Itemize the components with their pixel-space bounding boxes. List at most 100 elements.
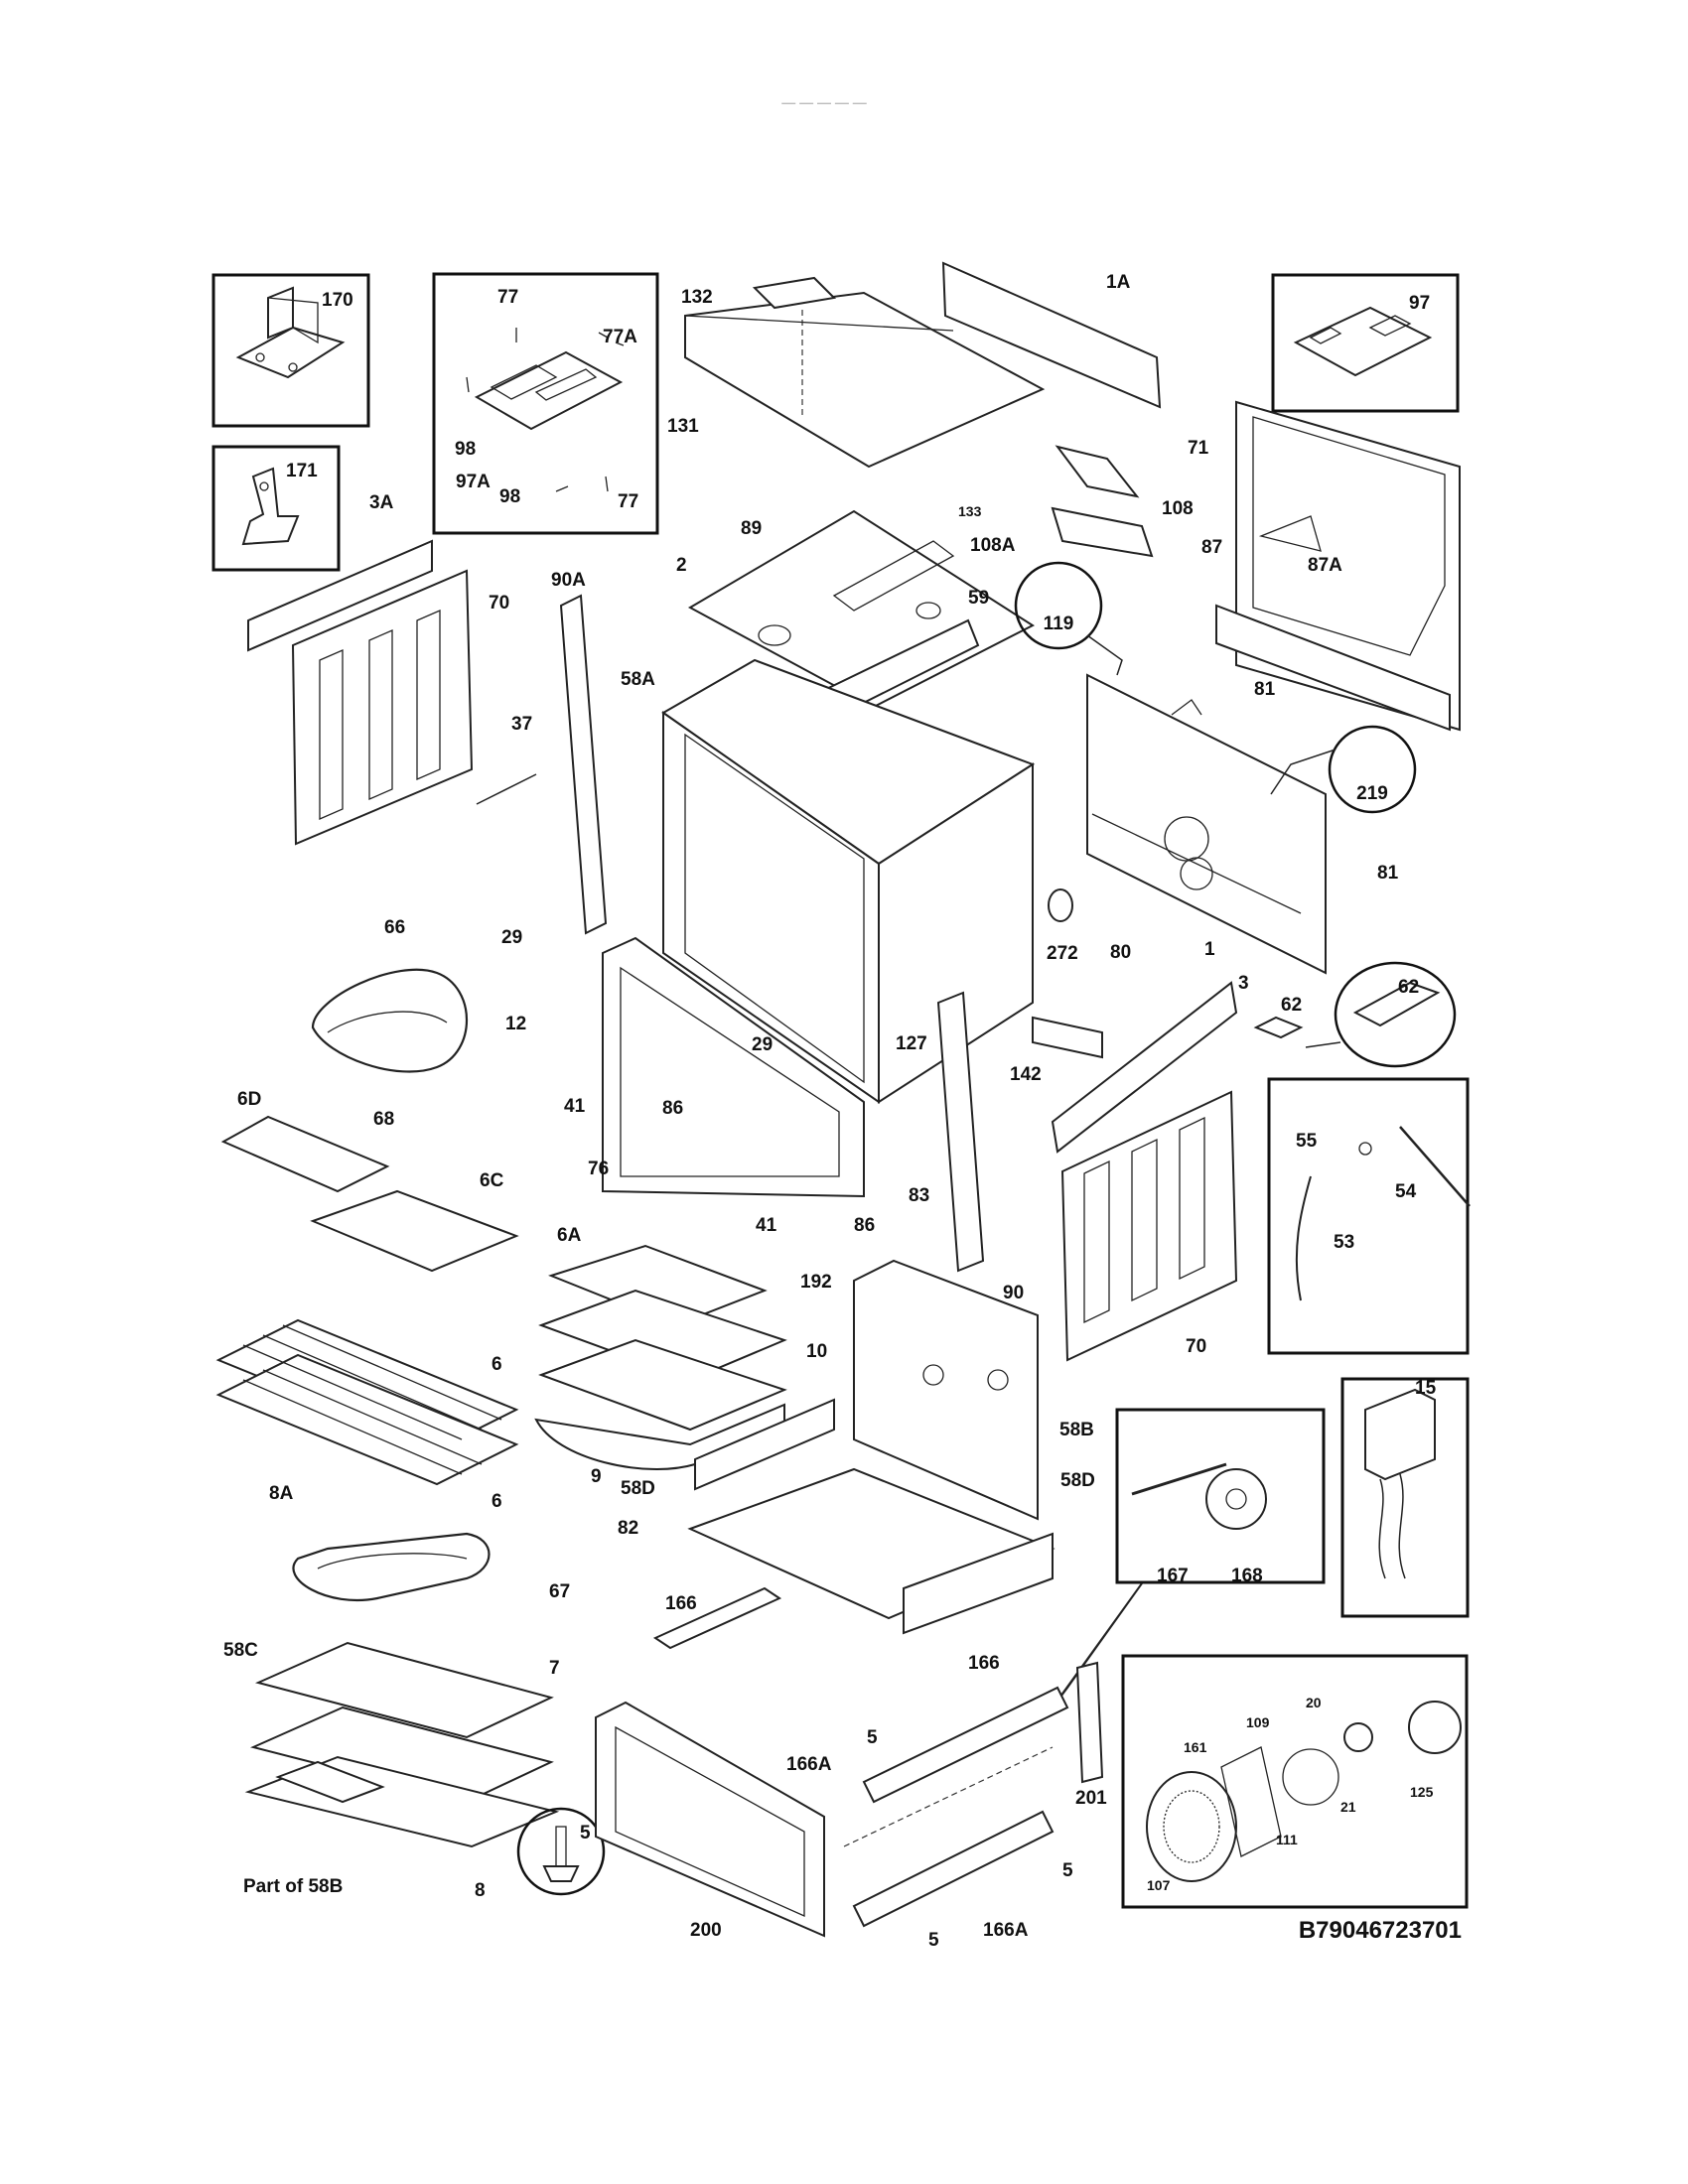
racks-6: 6D 6C 6 6	[215, 1089, 519, 1512]
callout-132: 132	[681, 287, 713, 308]
callout-6-bottom: 6	[492, 1491, 502, 1512]
callout-41-top: 41	[564, 1096, 586, 1117]
callout-90A: 90A	[551, 570, 586, 591]
side-panel-71: 71 87 87A	[1188, 400, 1461, 732]
element-8A: 8A 67	[269, 1483, 570, 1602]
callout-58C: 58C	[223, 1640, 258, 1661]
element-66: 66 29 12 68	[311, 917, 526, 1130]
callout-272: 272	[1047, 943, 1078, 964]
inset-97: 97	[1271, 273, 1460, 413]
callout-131: 131	[667, 416, 699, 437]
callout-53: 53	[1334, 1232, 1354, 1253]
callout-5-right: 5	[1062, 1860, 1073, 1881]
callout-8A: 8A	[269, 1483, 294, 1504]
callout-81-top: 81	[1254, 679, 1276, 700]
callout-9: 9	[591, 1466, 602, 1487]
callout-55: 55	[1296, 1131, 1318, 1152]
callout-166A-top: 166A	[786, 1754, 832, 1775]
callout-200: 200	[690, 1920, 722, 1941]
callout-171: 171	[286, 461, 318, 481]
callout-219: 219	[1356, 783, 1388, 804]
probe-37: 37	[476, 714, 537, 805]
callout-12: 12	[505, 1014, 526, 1034]
callout-166-right: 166	[968, 1653, 1000, 1674]
callout-125: 125	[1410, 1784, 1434, 1800]
callout-86-top: 86	[662, 1098, 683, 1119]
callout-6C: 6C	[480, 1170, 504, 1191]
callout-71: 71	[1188, 438, 1209, 459]
callout-3: 3	[1238, 973, 1249, 994]
top-panel-assembly: 132 1A 131	[667, 261, 1162, 469]
oven-cavity-58A: 58A	[621, 658, 1036, 1104]
callout-77A: 77A	[603, 327, 637, 347]
callout-201: 201	[1075, 1788, 1107, 1809]
callout-29-top: 29	[501, 927, 522, 948]
callout-6D: 6D	[237, 1089, 261, 1110]
side-panel-70-right: 3 142 70	[1010, 973, 1249, 1362]
callout-109: 109	[1246, 1714, 1270, 1730]
callout-7: 7	[549, 1658, 560, 1679]
callout-58D-right: 58D	[1060, 1470, 1095, 1491]
bottom-panels: 58C 7 Part of 58B 8	[223, 1640, 560, 1901]
header-text: — — — — —	[781, 94, 867, 110]
callout-5-mid: 5	[867, 1727, 878, 1748]
frame-58B: 58B 58D 58D 82	[618, 1259, 1095, 1635]
inset-convection-fan: 20 109 161 125 21 111 107	[1121, 1654, 1469, 1909]
inset-caption: Part of 58B	[243, 1876, 343, 1897]
callout-161: 161	[1184, 1739, 1207, 1755]
callout-circle-119: 119	[1014, 561, 1123, 676]
callout-21: 21	[1340, 1799, 1356, 1815]
callout-107: 107	[1147, 1877, 1171, 1893]
callout-59: 59	[968, 588, 989, 609]
callout-5-circle: 5	[580, 1823, 591, 1843]
part-108: 108 108A	[970, 445, 1194, 558]
callout-98-left: 98	[455, 439, 476, 460]
callout-97A: 97A	[456, 472, 491, 492]
callout-1A: 1A	[1106, 272, 1131, 293]
callout-77-bottom: 77	[618, 491, 638, 512]
callout-168: 168	[1231, 1566, 1263, 1586]
callout-20: 20	[1306, 1695, 1322, 1710]
callout-54: 54	[1395, 1181, 1417, 1202]
callout-97: 97	[1409, 293, 1430, 314]
callout-3A: 3A	[369, 492, 394, 513]
callout-70-left: 70	[489, 593, 509, 614]
callout-111: 111	[1276, 1832, 1298, 1847]
callout-87: 87	[1201, 537, 1222, 558]
callout-29-mid: 29	[752, 1034, 773, 1055]
callout-192: 192	[800, 1272, 832, 1293]
callout-58A: 58A	[621, 669, 655, 690]
callout-15: 15	[1415, 1378, 1437, 1399]
door-frame-76: 29 127 41 86 76 83 41 86	[564, 936, 929, 1236]
back-panel-1: 81 81 1 80 272	[1047, 673, 1399, 975]
callout-76: 76	[588, 1159, 609, 1179]
callout-10: 10	[806, 1341, 827, 1362]
callout-82: 82	[618, 1518, 638, 1539]
callout-70-right: 70	[1186, 1336, 1206, 1357]
callout-80: 80	[1110, 942, 1131, 963]
callout-87A: 87A	[1308, 555, 1342, 576]
callout-2: 2	[676, 555, 687, 576]
callout-5-bottom: 5	[928, 1930, 939, 1951]
callout-81-bottom: 81	[1377, 863, 1399, 884]
callout-62-part: 62	[1281, 995, 1302, 1016]
callout-58D-left: 58D	[621, 1478, 655, 1499]
callout-66: 66	[384, 917, 405, 938]
callout-89: 89	[741, 518, 762, 539]
callout-166-left: 166	[665, 1593, 697, 1614]
side-panel-3A: 3A 70	[247, 492, 509, 846]
callout-1: 1	[1204, 939, 1215, 960]
inset-control-board: 77 77A 98 97A 98 77	[432, 272, 659, 535]
callout-108: 108	[1162, 498, 1194, 519]
callout-98-bottom: 98	[499, 486, 520, 507]
callout-108A: 108A	[970, 535, 1016, 556]
callout-86-bottom: 86	[854, 1215, 875, 1236]
callout-37: 37	[511, 714, 532, 735]
callout-6-top: 6	[492, 1354, 502, 1375]
callout-142: 142	[1010, 1064, 1042, 1085]
inset-170: 170	[211, 273, 370, 428]
inset-171: 171	[211, 445, 341, 572]
callout-166A-bottom: 166A	[983, 1920, 1029, 1941]
callout-6A: 6A	[557, 1225, 582, 1246]
strip-90A: 90A	[551, 570, 608, 935]
